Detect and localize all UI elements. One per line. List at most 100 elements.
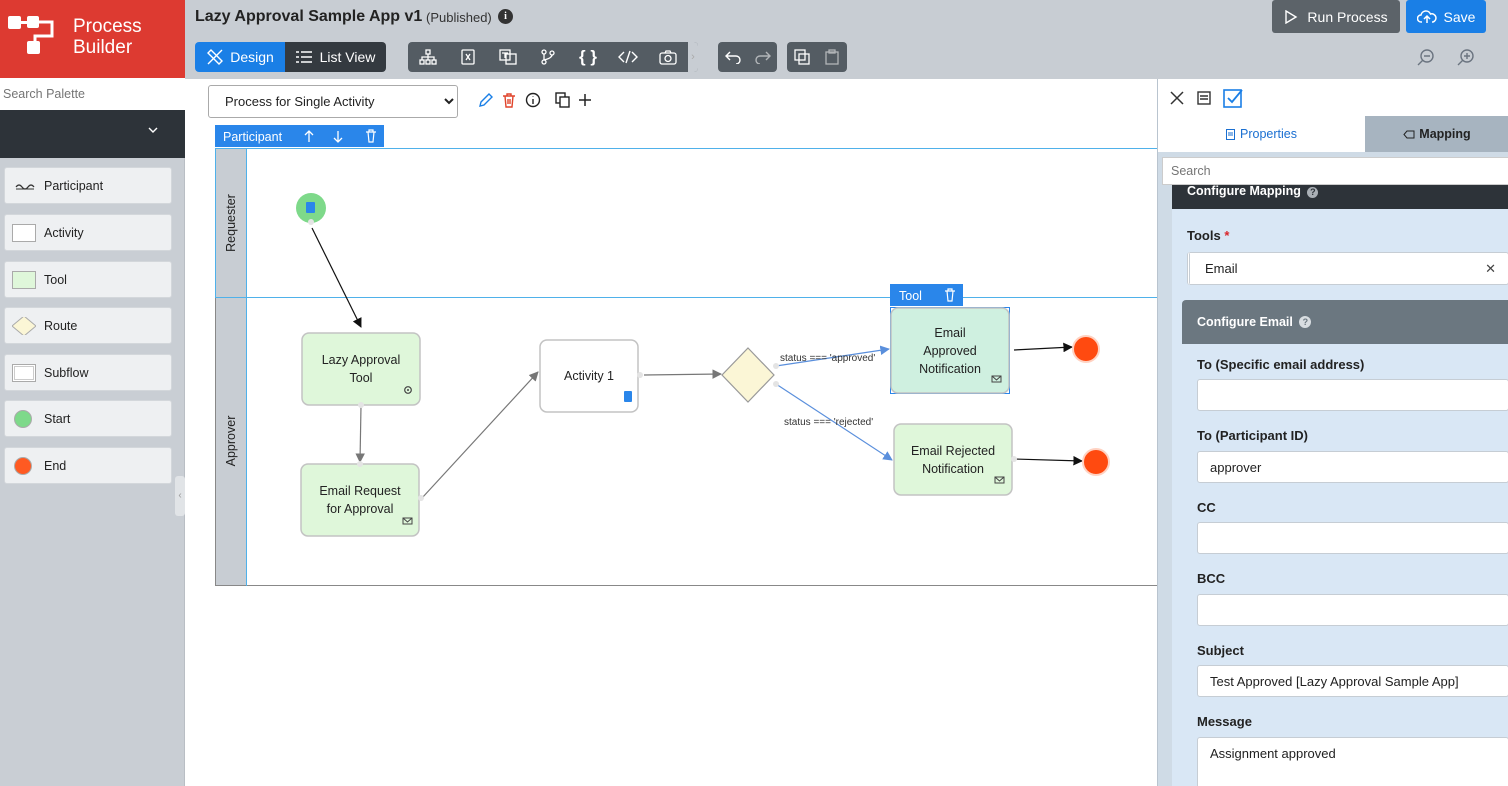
to-email-input[interactable] (1197, 379, 1508, 411)
palette-item-activity[interactable]: Activity (4, 214, 172, 251)
palette-collapse-handle[interactable]: ‹ (175, 476, 185, 516)
process-diagram[interactable]: Participant Requester Approver status (185, 79, 1157, 786)
design-button[interactable]: Design (195, 42, 285, 72)
zoom-in-icon[interactable] (1456, 47, 1476, 67)
tool-node-email-request[interactable]: Email Request for Approval (300, 461, 424, 537)
message-textarea[interactable]: Assignment approved (1197, 737, 1508, 786)
tool-node-lazy-approval[interactable]: Lazy Approval Tool (301, 332, 421, 408)
json-button[interactable]: { } (568, 42, 608, 72)
activity-node-activity-1[interactable]: Activity 1 (539, 339, 643, 413)
palette-item-participant[interactable]: Participant (4, 167, 172, 204)
xpdl-button[interactable] (448, 42, 488, 72)
properties-panel: Properties Mapping Configure Mapping ? T… (1157, 79, 1508, 786)
help-icon[interactable]: ? (1307, 187, 1319, 198)
swimlane-icon (15, 183, 35, 190)
tool-node-email-rejected[interactable]: Email Rejected Notification (893, 423, 1017, 496)
field-label-bcc: BCC (1197, 571, 1226, 586)
tool-node-email-approved[interactable]: Tool Email Approved Notification (890, 284, 1010, 394)
tab-mapping[interactable]: Mapping (1365, 116, 1508, 152)
process-select[interactable]: Process for Single Activity (208, 85, 458, 118)
close-icon[interactable] (1168, 89, 1186, 107)
tools-scroll-right[interactable]: › (688, 42, 698, 72)
save-button[interactable]: Save (1406, 0, 1486, 33)
subflow-box-icon (12, 363, 36, 382)
git-branch-icon (541, 49, 555, 65)
palette-category-dropdown[interactable] (0, 110, 185, 158)
palette-item-end[interactable]: End (4, 447, 172, 484)
code-icon (618, 50, 638, 64)
diagram-canvas[interactable]: Process for Single Activity Participant … (185, 79, 1157, 786)
app-title: Lazy Approval Sample App v1 (195, 8, 423, 25)
remove-tool-icon[interactable]: ✕ (1485, 261, 1496, 276)
move-down-arrow-icon[interactable] (333, 131, 343, 143)
start-node[interactable] (296, 193, 326, 225)
transition-rejected-to-end[interactable] (1013, 455, 1083, 466)
transition-rejected[interactable] (775, 383, 893, 461)
tool-delete-icon[interactable] (945, 288, 955, 302)
palette-item-route[interactable]: Route (4, 307, 172, 344)
translate-icon (499, 49, 517, 65)
palette-item-tool[interactable]: Tool (4, 261, 172, 298)
transition-approved-to-end[interactable] (1013, 342, 1073, 353)
bcc-input[interactable] (1197, 594, 1508, 626)
info-circle-icon[interactable] (525, 92, 541, 108)
end-circle-icon (14, 456, 32, 475)
screenshot-button[interactable] (648, 42, 688, 72)
cc-input[interactable] (1197, 522, 1508, 554)
route-node[interactable] (721, 347, 779, 403)
help-icon[interactable]: ? (1299, 316, 1312, 328)
design-tools-icon (207, 49, 224, 65)
paste-button[interactable] (817, 42, 847, 72)
add-plus-icon[interactable] (577, 92, 593, 108)
subject-input[interactable] (1197, 665, 1508, 697)
transition-activity-to-route[interactable] (643, 369, 722, 379)
transition-lazy-to-email[interactable] (355, 405, 365, 463)
configure-email-header: Configure Email ? (1182, 300, 1508, 344)
branch-button[interactable] (528, 42, 568, 72)
copy-button[interactable] (787, 42, 817, 72)
start-circle-icon (14, 409, 32, 428)
palette-item-start[interactable]: Start (4, 400, 172, 437)
undo-button[interactable] (718, 42, 748, 72)
zoom-out-icon[interactable] (1416, 47, 1436, 67)
end-node-rejected[interactable] (1082, 448, 1110, 476)
info-icon[interactable]: i (498, 9, 513, 24)
transition-start-to-lazy[interactable] (311, 227, 362, 328)
tab-properties-label: Properties (1240, 127, 1297, 141)
undo-redo-group (718, 42, 777, 72)
node-label: Email Rejected (911, 444, 995, 458)
palette-search-input[interactable] (0, 78, 185, 110)
end-node-approved[interactable] (1072, 335, 1100, 363)
transition-approved[interactable] (775, 345, 890, 367)
tools-select[interactable]: Email ✕ (1187, 252, 1508, 285)
panel-layout-icon[interactable] (1195, 89, 1213, 107)
palette-item-label: End (44, 458, 67, 473)
list-icon (295, 51, 312, 63)
properties-search-input[interactable] (1162, 157, 1508, 185)
palette-item-subflow[interactable]: Subflow (4, 354, 172, 391)
node-label: Email (934, 326, 965, 340)
tab-properties[interactable]: Properties (1158, 116, 1365, 152)
transition-email-to-activity[interactable] (421, 371, 539, 499)
delete-trash-icon[interactable] (501, 92, 517, 108)
participant-delete-icon[interactable] (366, 129, 376, 143)
redo-button[interactable] (748, 42, 777, 72)
list-view-label: List View (319, 49, 376, 65)
auto-layout-button[interactable] (408, 42, 448, 72)
clipboard-icon (825, 49, 839, 65)
file-code-icon (461, 49, 475, 65)
duplicate-icon[interactable] (555, 92, 571, 108)
save-label: Save (1443, 8, 1476, 25)
translate-button[interactable] (488, 42, 528, 72)
top-toolbar: Lazy Approval Sample App v1 (Published) … (185, 0, 1508, 79)
palette-sidebar: Participant Activity Tool Route Subflow … (0, 78, 185, 786)
cloud-upload-icon (1416, 9, 1437, 23)
checkbox-checked-icon[interactable] (1222, 87, 1244, 109)
list-view-button[interactable]: List View (285, 42, 386, 72)
run-process-button[interactable]: Run Process (1272, 0, 1400, 33)
move-up-arrow-icon[interactable] (304, 130, 314, 142)
to-participant-input[interactable] (1197, 451, 1508, 483)
edit-pencil-icon[interactable] (478, 92, 494, 108)
code-button[interactable] (608, 42, 648, 72)
node-label: Lazy Approval (322, 353, 401, 367)
